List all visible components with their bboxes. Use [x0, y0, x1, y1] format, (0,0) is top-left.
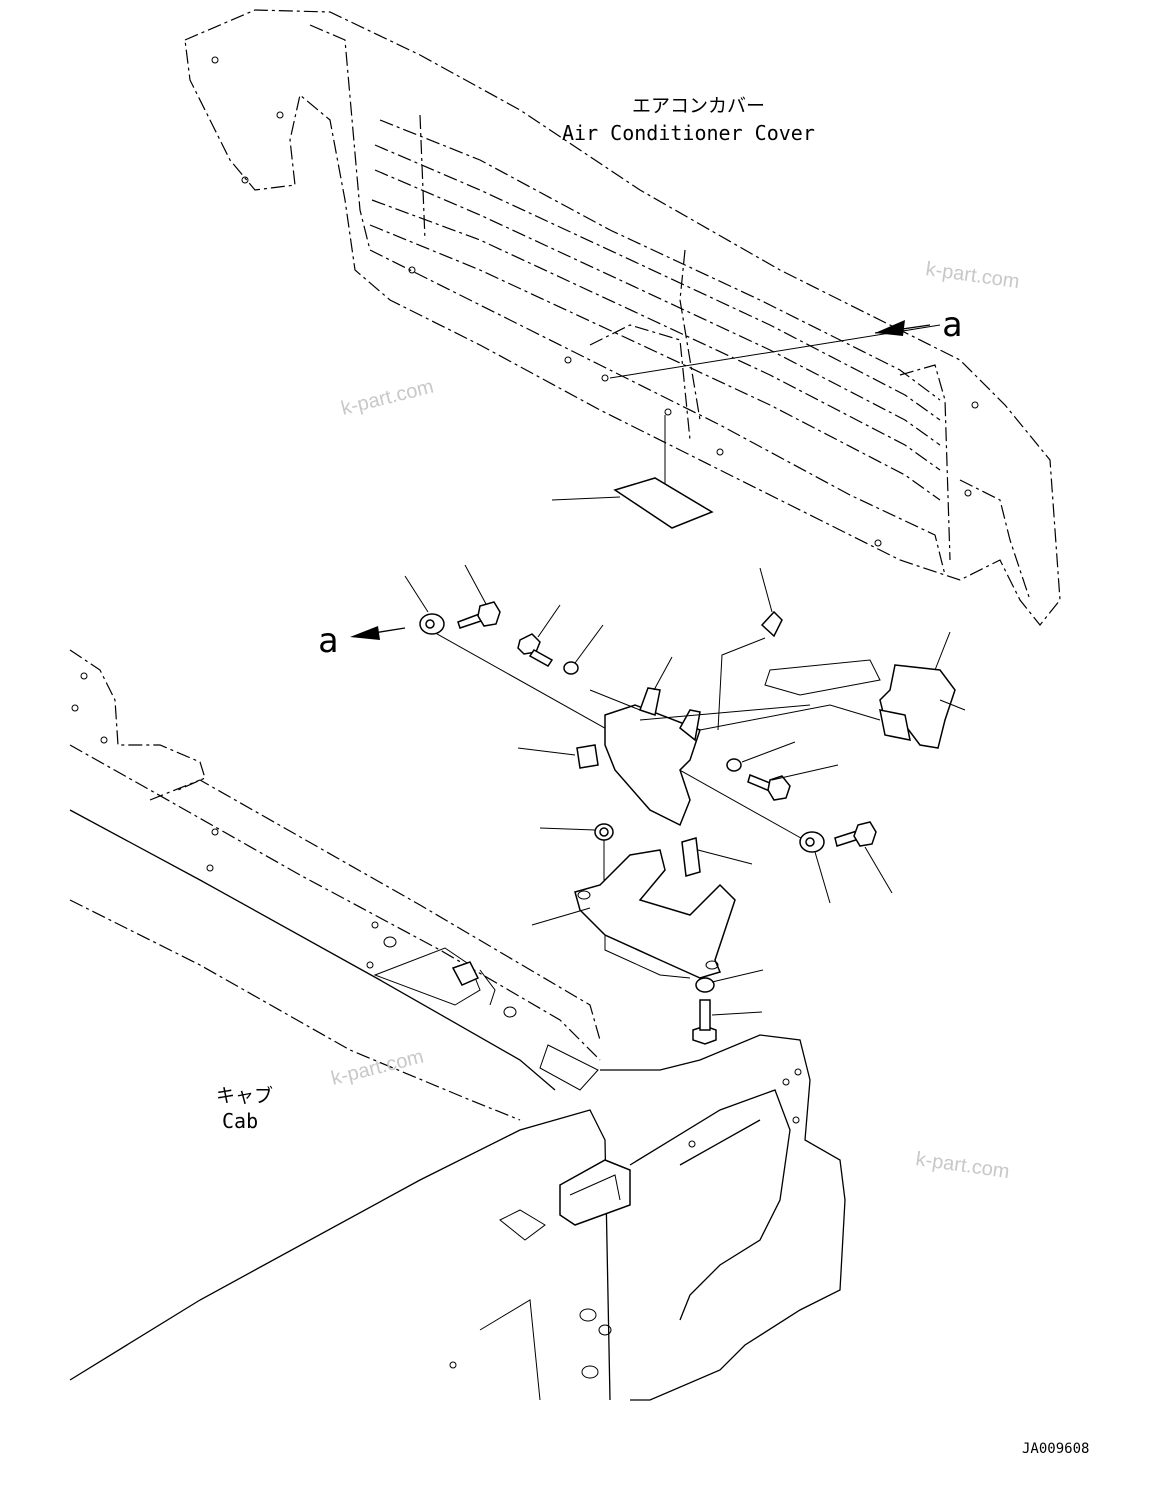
reference-arrow-a-left	[350, 626, 406, 640]
bolt-1	[457, 564, 501, 629]
clip-1	[717, 567, 783, 731]
reference-arrow-a-top	[609, 320, 941, 379]
bracket	[589, 656, 811, 827]
washer-1	[563, 624, 604, 675]
nut	[539, 823, 614, 900]
lower-bracket	[531, 849, 736, 979]
pad-lower	[681, 837, 753, 877]
cab-label-en: Cab	[222, 1109, 258, 1133]
ref-label-a-left: a	[318, 621, 338, 661]
bolt-2	[517, 604, 561, 667]
pad	[551, 415, 714, 529]
grommet-right	[799, 831, 831, 904]
watermark-3: k-part.com	[329, 1046, 426, 1090]
air-conditioner-cover	[184, 9, 1061, 626]
watermark-4: k-part.com	[914, 1148, 1011, 1183]
cover-label-en: Air Conditioner Cover	[562, 121, 815, 145]
cab	[69, 649, 846, 1401]
connector-holder	[699, 631, 966, 749]
washer-3	[695, 969, 764, 993]
washer-2	[726, 741, 796, 772]
watermark-2: k-part.com	[339, 376, 436, 420]
watermark-1: k-part.com	[924, 258, 1021, 293]
cover-label-jp: エアコンカバー	[632, 95, 765, 117]
drawing-number: JA009608	[1022, 1441, 1089, 1457]
pad-small	[517, 744, 599, 769]
ref-label-a-top: a	[942, 305, 962, 345]
grommet-left	[404, 575, 445, 635]
bolt-3	[747, 764, 839, 801]
cab-label-jp: キャブ	[216, 1084, 273, 1107]
bolt-4	[834, 821, 893, 894]
bolt-5	[692, 999, 763, 1045]
